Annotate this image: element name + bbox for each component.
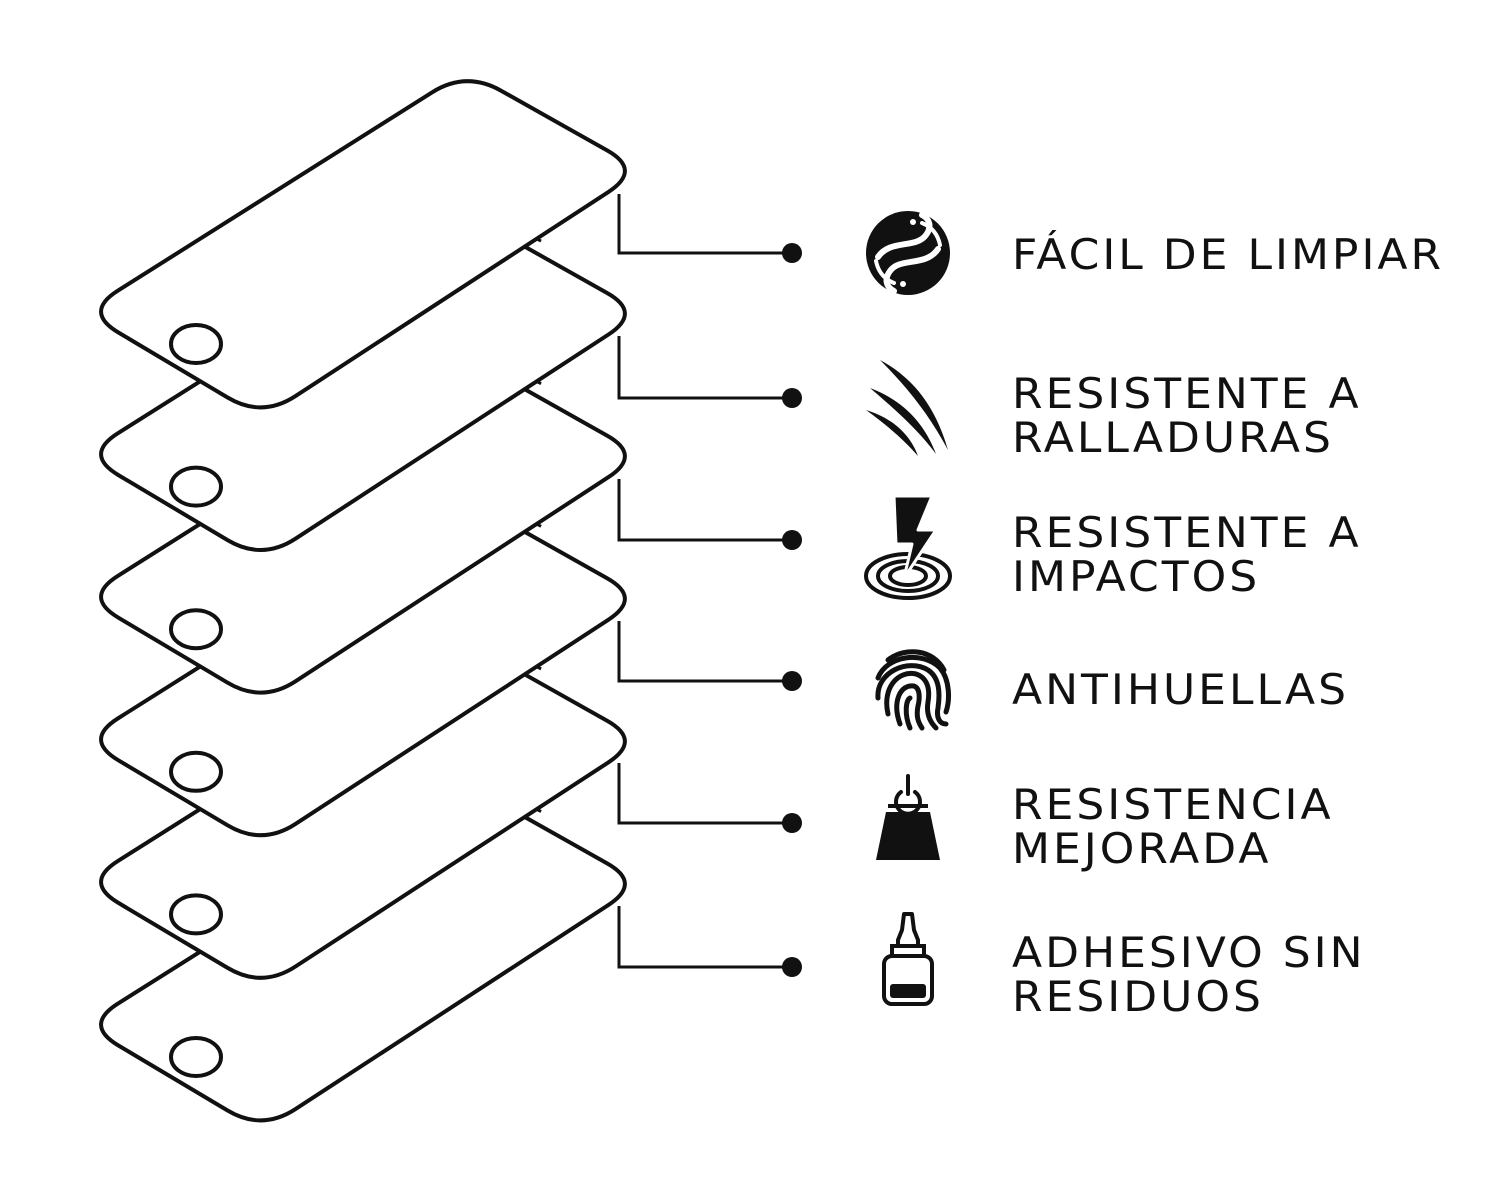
yin-yang-drop-icon (866, 211, 950, 295)
feature-label-line: ADHESIVO SIN (1012, 929, 1366, 978)
camera-cutout (169, 323, 223, 365)
leader-line (617, 906, 792, 969)
feature-label-line: RESISTENTE A (1012, 509, 1362, 558)
leader-line (617, 479, 792, 542)
glue-bottle-icon (882, 912, 934, 1006)
feature-label-line: RALLADURAS (1012, 414, 1334, 463)
camera-cutout (169, 465, 223, 508)
leader-dot (782, 957, 802, 977)
feature-label-line: RESISTENCIA (1012, 781, 1334, 830)
leader-line (617, 194, 792, 255)
power-weight-icon (876, 774, 940, 860)
glass-layer (99, 79, 627, 410)
feature-label-anti-fingerprint: ANTIHUELLAS (1012, 670, 1349, 714)
camera-cutout (169, 893, 223, 936)
feature-label-line: MEJORADA (1012, 825, 1272, 874)
feature-icons (864, 211, 952, 1006)
camera-cutout (169, 1036, 223, 1078)
glass-layer (99, 641, 627, 980)
feature-label-line: RESIDUOS (1012, 973, 1264, 1022)
leader-dot (782, 671, 802, 691)
feature-label-line: IMPACTOS (1012, 553, 1261, 602)
camera-cutout (169, 750, 223, 793)
leader-line (617, 763, 792, 825)
leader-dot (782, 388, 802, 408)
leader-lines (617, 194, 802, 977)
leader-line (617, 336, 792, 400)
claw-scratch-icon (866, 360, 948, 456)
fingerprint-icon (875, 649, 951, 731)
feature-label-easy-clean: FÁCIL DE LIMPIAR (1012, 235, 1444, 279)
glass-layers-stack (99, 79, 627, 1123)
leader-dot (782, 813, 802, 833)
feature-label-line: ANTIHUELLAS (1012, 666, 1350, 715)
camera-cutout (169, 608, 223, 651)
feature-label-line: RESISTENTE A (1012, 370, 1362, 419)
feature-label-line: FÁCIL DE LIMPIAR (1012, 231, 1445, 280)
leader-line (617, 621, 792, 683)
lightning-impact-icon (864, 494, 952, 600)
leader-dot (782, 530, 802, 550)
leader-dot (782, 243, 802, 263)
